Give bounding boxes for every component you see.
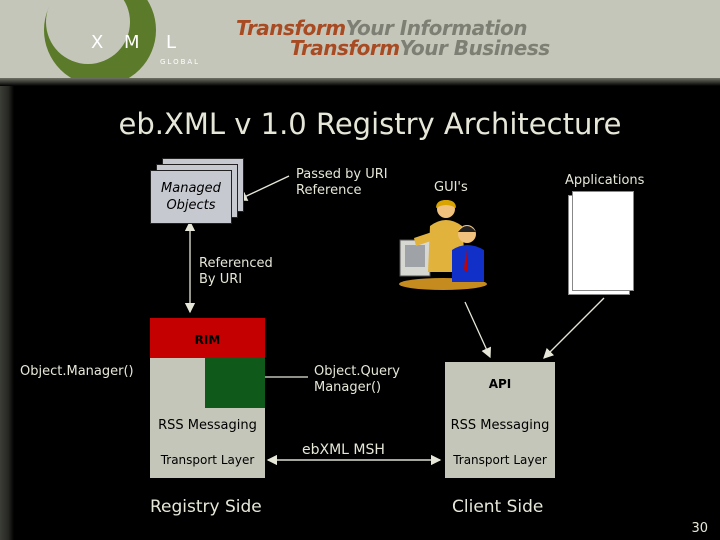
tagline-business: Your Business xyxy=(399,36,551,60)
logo-letter-l: L xyxy=(166,32,176,53)
computer-screen xyxy=(405,245,425,267)
slide-number: 30 xyxy=(691,521,708,536)
transport-layer-registry-label: Transport Layer xyxy=(160,453,255,467)
rim-label: RIM xyxy=(194,333,221,347)
applications-label: Applications xyxy=(565,173,645,188)
tagline-line-1: TransformYour Information xyxy=(236,16,528,40)
logo-subtext: GLOBAL xyxy=(160,58,200,66)
tagline-line-2: TransformYour Business xyxy=(290,36,550,60)
transport-layer-client-label: Transport Layer xyxy=(453,453,547,467)
header-shadow xyxy=(0,78,720,86)
object-query-manager-label: Object.Query Manager() xyxy=(314,364,400,395)
slide-title: eb.XML v 1.0 Registry Architecture xyxy=(118,107,622,141)
slide-area xyxy=(14,86,720,540)
passed-by-uri-label: Passed by URI Reference xyxy=(296,167,388,198)
logo-letter-m: M xyxy=(124,32,140,53)
tagline-information: Your Information xyxy=(345,16,528,40)
referenced-by-uri-label: Referenced By URI xyxy=(199,256,289,288)
header-banner: X M L GLOBAL TransformYour Information T… xyxy=(0,0,720,78)
transport-layer-client-box xyxy=(445,442,555,478)
arrow-passed-by-uri xyxy=(236,175,290,201)
xml-global-logo: X M L GLOBAL xyxy=(0,0,200,78)
registry-side-label: Registry Side xyxy=(150,497,262,517)
api-label: API xyxy=(488,377,512,391)
tagline-transform: Transform xyxy=(236,16,346,40)
managed-objects-label: Managed Objects xyxy=(161,181,221,213)
arrow-app-to-api xyxy=(543,297,605,359)
object-query-manager-box xyxy=(205,358,265,408)
rss-messaging-registry-label: RSS Messaging xyxy=(158,418,257,433)
left-gradient-strip xyxy=(0,86,14,540)
msh-label: ebXML MSH xyxy=(302,442,385,458)
transport-layer-registry-box xyxy=(150,442,265,478)
person-blue-suit xyxy=(452,245,484,282)
rss-messaging-client-box xyxy=(445,408,555,442)
client-side-label: Client Side xyxy=(452,497,544,517)
rss-messaging-client-label: RSS Messaging xyxy=(450,418,550,433)
object-manager-label: Object.Manager() xyxy=(20,364,134,379)
applications-page-front xyxy=(572,191,634,291)
guis-label: GUI's xyxy=(434,180,468,195)
logo-ring-inner xyxy=(46,0,130,64)
tagline-transform: Transform xyxy=(290,36,400,60)
object-manager-box xyxy=(150,358,205,408)
gui-users-clipart xyxy=(399,200,487,290)
logo-letter-x: X xyxy=(91,32,103,53)
arrow-gui-to-api xyxy=(464,301,491,359)
api-box xyxy=(445,362,555,408)
rim-box xyxy=(150,318,265,358)
referenced-by-uri-text: Referenced By URI xyxy=(199,256,273,287)
rss-messaging-registry-box xyxy=(150,408,265,442)
managed-objects-doc: Managed Objects xyxy=(150,170,232,224)
